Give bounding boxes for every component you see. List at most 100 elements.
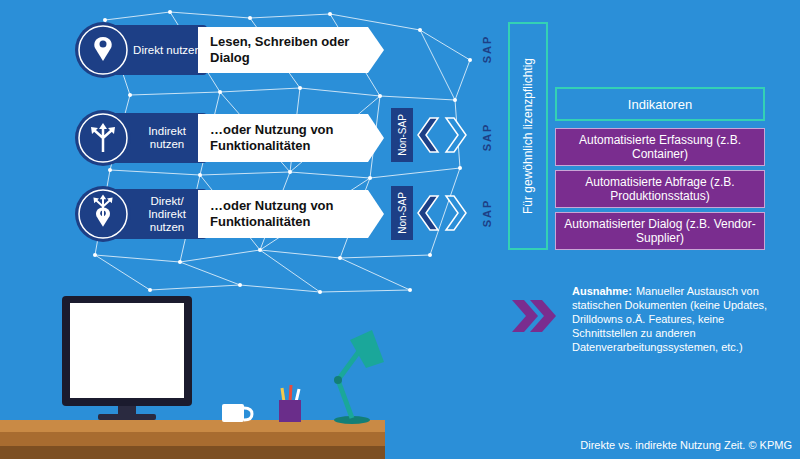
network-dot: [258, 248, 262, 252]
system-label: SAP: [481, 117, 493, 157]
network-line: [130, 92, 220, 95]
network-dot: [178, 260, 182, 264]
network-dot: [453, 98, 457, 102]
usage-badge: Direkt nutzen: [75, 22, 207, 78]
text-holder: Automatisierte Erfassung (z.B. Container…: [555, 128, 765, 166]
system-box: Non-SAP: [391, 186, 413, 240]
network-line: [320, 290, 410, 292]
network-line: [370, 168, 460, 178]
node-text: Direkt nutzen: [133, 44, 201, 57]
text-holder: Lesen, Schreiben oder Dialog: [198, 27, 384, 73]
network-line: [180, 262, 240, 285]
network-dot: [408, 288, 412, 292]
network-dot: [128, 93, 132, 97]
network-line: [95, 255, 180, 262]
text-holder: Automatisierter Dialog (z.B. Vendor-Supp…: [555, 212, 765, 250]
text-holder: …oder Nutzung von Funktionalitäten: [198, 190, 384, 238]
node-shape: [75, 110, 207, 166]
node-text: Indikatoren: [559, 97, 761, 112]
network-dot: [238, 283, 242, 287]
network-dot: [468, 58, 472, 62]
network-dot: [93, 253, 97, 257]
usage-badge: Direkt/ Indirekt nutzen: [75, 186, 207, 242]
network-dot: [108, 168, 112, 172]
node-text: Indirekt nutzen: [133, 125, 201, 151]
node-text: Automatisierter Dialog (z.B. Vendor-Supp…: [561, 217, 759, 245]
network-line: [240, 285, 320, 292]
indicator-box: Automatisierte Abfrage (z.B. Produktions…: [555, 170, 765, 208]
node-text: Non-SAP: [397, 192, 408, 234]
network-dot: [148, 288, 152, 292]
double-arrow: [418, 118, 466, 152]
usage-icon: [93, 194, 112, 226]
network-line: [260, 250, 340, 258]
usage-badge: Indirekt nutzen: [75, 110, 207, 166]
text-holder: Indirekt nutzen: [75, 110, 207, 166]
network-dot: [328, 12, 332, 16]
usage-icon: [91, 123, 115, 152]
desk: [0, 420, 385, 459]
network-dot: [198, 173, 202, 177]
caption: Direkte vs. indirekte Nutzung Zeit. © KP…: [580, 439, 792, 451]
network-line: [220, 88, 300, 92]
node-shape: [75, 186, 207, 242]
node-text: Non-SAP: [397, 114, 408, 156]
node-text: Direkt/ Indirekt nutzen: [133, 195, 201, 234]
network-dot: [418, 28, 422, 32]
chevron-arrow: [512, 300, 556, 332]
network-dot: [218, 90, 222, 94]
network-line: [250, 14, 330, 18]
network-line: [95, 170, 110, 255]
node-text: …oder Nutzung von Funktionalitäten: [210, 198, 362, 230]
node-text: …oder Nutzung von Funktionalitäten: [210, 122, 362, 154]
indicator-box: Automatisierter Dialog (z.B. Vendor-Supp…: [555, 212, 765, 250]
network-line: [340, 255, 430, 258]
network-line: [380, 96, 455, 100]
network-line: [420, 30, 455, 100]
note-heading: Ausnahme:: [572, 285, 632, 297]
pencil-holder: [279, 385, 301, 422]
double-arrow: [418, 196, 466, 230]
desk-lamp: [334, 330, 384, 424]
arrow-box: …oder Nutzung von Funktionalitäten: [198, 114, 384, 162]
network-dot: [458, 166, 462, 170]
text-holder: Automatisierte Abfrage (z.B. Produktions…: [555, 170, 765, 208]
license-band: Für gewöhnlich lizenzpflichtig: [508, 22, 548, 250]
network-dot: [248, 16, 252, 20]
network-line: [170, 12, 250, 18]
network-line: [455, 60, 470, 100]
network-dot: [338, 256, 342, 260]
network-line: [95, 255, 150, 290]
text-holder: Indikatoren: [555, 87, 765, 121]
usage-icon: [94, 37, 111, 61]
text-holder: Direkt/ Indirekt nutzen: [75, 186, 207, 242]
network-line: [340, 258, 410, 290]
network-line: [260, 250, 320, 292]
network-line: [105, 12, 170, 20]
network-line: [200, 172, 290, 175]
node-text: Für gewöhnlich lizenzpflichtig: [521, 58, 535, 214]
arrow-box: Lesen, Schreiben oder Dialog: [198, 27, 384, 73]
system-label: SAP: [481, 29, 493, 69]
arrow-box: …oder Nutzung von Funktionalitäten: [198, 190, 384, 238]
node-text: Automatisierte Erfassung (z.B. Container…: [561, 133, 759, 161]
system-label: SAP: [481, 193, 493, 233]
network-dot: [288, 170, 292, 174]
node-text: Automatisierte Abfrage (z.B. Produktions…: [561, 175, 759, 203]
network-line: [290, 172, 370, 178]
network-dot: [368, 176, 372, 180]
text-holder: Direkt nutzen: [75, 22, 207, 78]
network-line: [150, 285, 240, 290]
network-line: [430, 168, 460, 255]
network-line: [180, 250, 260, 262]
network-line: [300, 88, 380, 96]
network-dot: [168, 10, 172, 14]
network-dot: [298, 86, 302, 90]
network-dot: [318, 290, 322, 294]
monitor: [62, 296, 192, 420]
note: Ausnahme:Manueller Austausch von statisc…: [572, 284, 790, 354]
network-line: [110, 170, 200, 175]
node-text: Lesen, Schreiben oder Dialog: [210, 34, 362, 66]
network-dot: [103, 18, 107, 22]
